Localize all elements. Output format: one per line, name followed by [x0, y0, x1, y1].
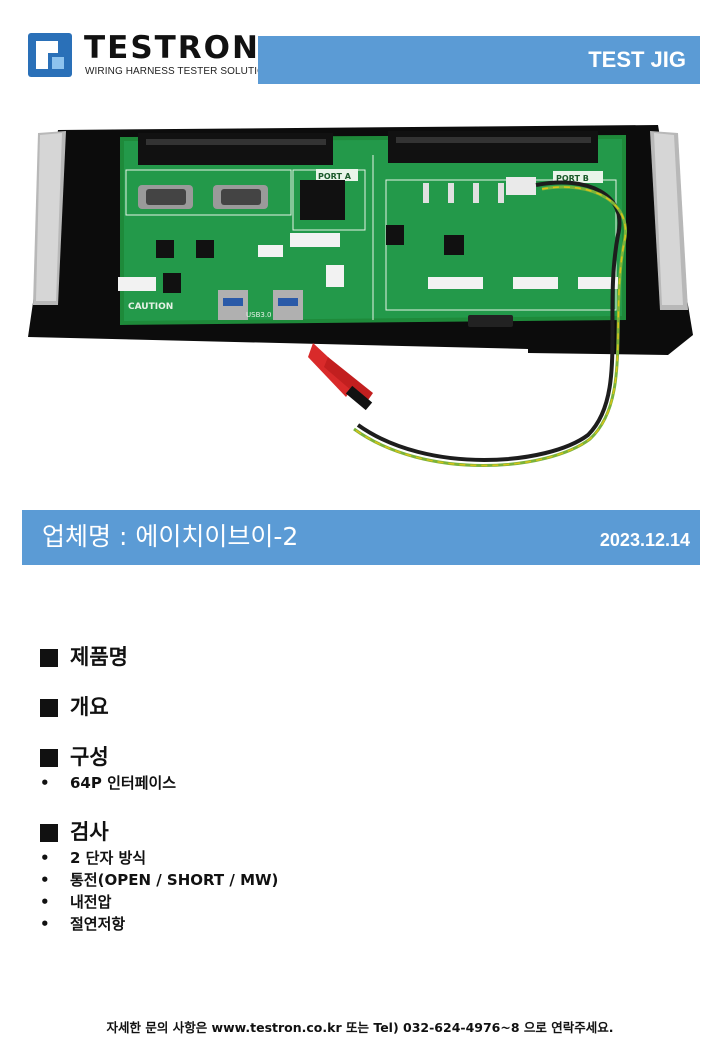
section-title-product: 제품명 — [70, 645, 128, 669]
brand-tagline: WIRING HARNESS TESTER SOLUTIONS — [85, 66, 280, 77]
port-a-label: PORT A — [318, 172, 352, 181]
bullet-dot-icon: • — [40, 893, 50, 911]
bullet-dot-icon: • — [40, 774, 50, 792]
test-jig-board-photo: PORT A PORT B USB3.0 CAUTION — [28, 125, 693, 467]
page-title: TEST JIG — [588, 47, 686, 72]
header-band: TEST JIG — [258, 36, 700, 84]
square-bullet-icon — [40, 824, 58, 842]
port-b-label: PORT B — [556, 174, 589, 183]
section-title-inspection: 검사 — [70, 820, 109, 844]
company-name: 업체명 : 에이치이브이-2 — [42, 522, 299, 551]
bullet-dot-icon: • — [40, 849, 50, 867]
contact-footer: 자세한 문의 사항은 www.testron.co.kr 또는 Tel) 032… — [106, 1020, 614, 1035]
brand-name: TESTRON — [84, 30, 260, 66]
square-bullet-icon — [40, 699, 58, 717]
company-band: 업체명 : 에이치이브이-2 2023.12.14 — [22, 510, 700, 565]
square-bullet-icon — [40, 749, 58, 767]
bullet-dot-icon: • — [40, 871, 50, 889]
testron-logo-icon — [28, 33, 72, 77]
section-title-composition: 구성 — [70, 745, 109, 769]
square-bullet-icon — [40, 649, 58, 667]
section-title-overview: 개요 — [70, 695, 109, 719]
brand-logo: TESTRON WIRING HARNESS TESTER SOLUTIONS — [28, 30, 279, 82]
document-date: 2023.12.14 — [599, 530, 690, 550]
usb-label: USB3.0 — [246, 311, 272, 319]
caution-label: CAUTION — [128, 302, 173, 312]
bullet-dot-icon: • — [40, 915, 50, 933]
